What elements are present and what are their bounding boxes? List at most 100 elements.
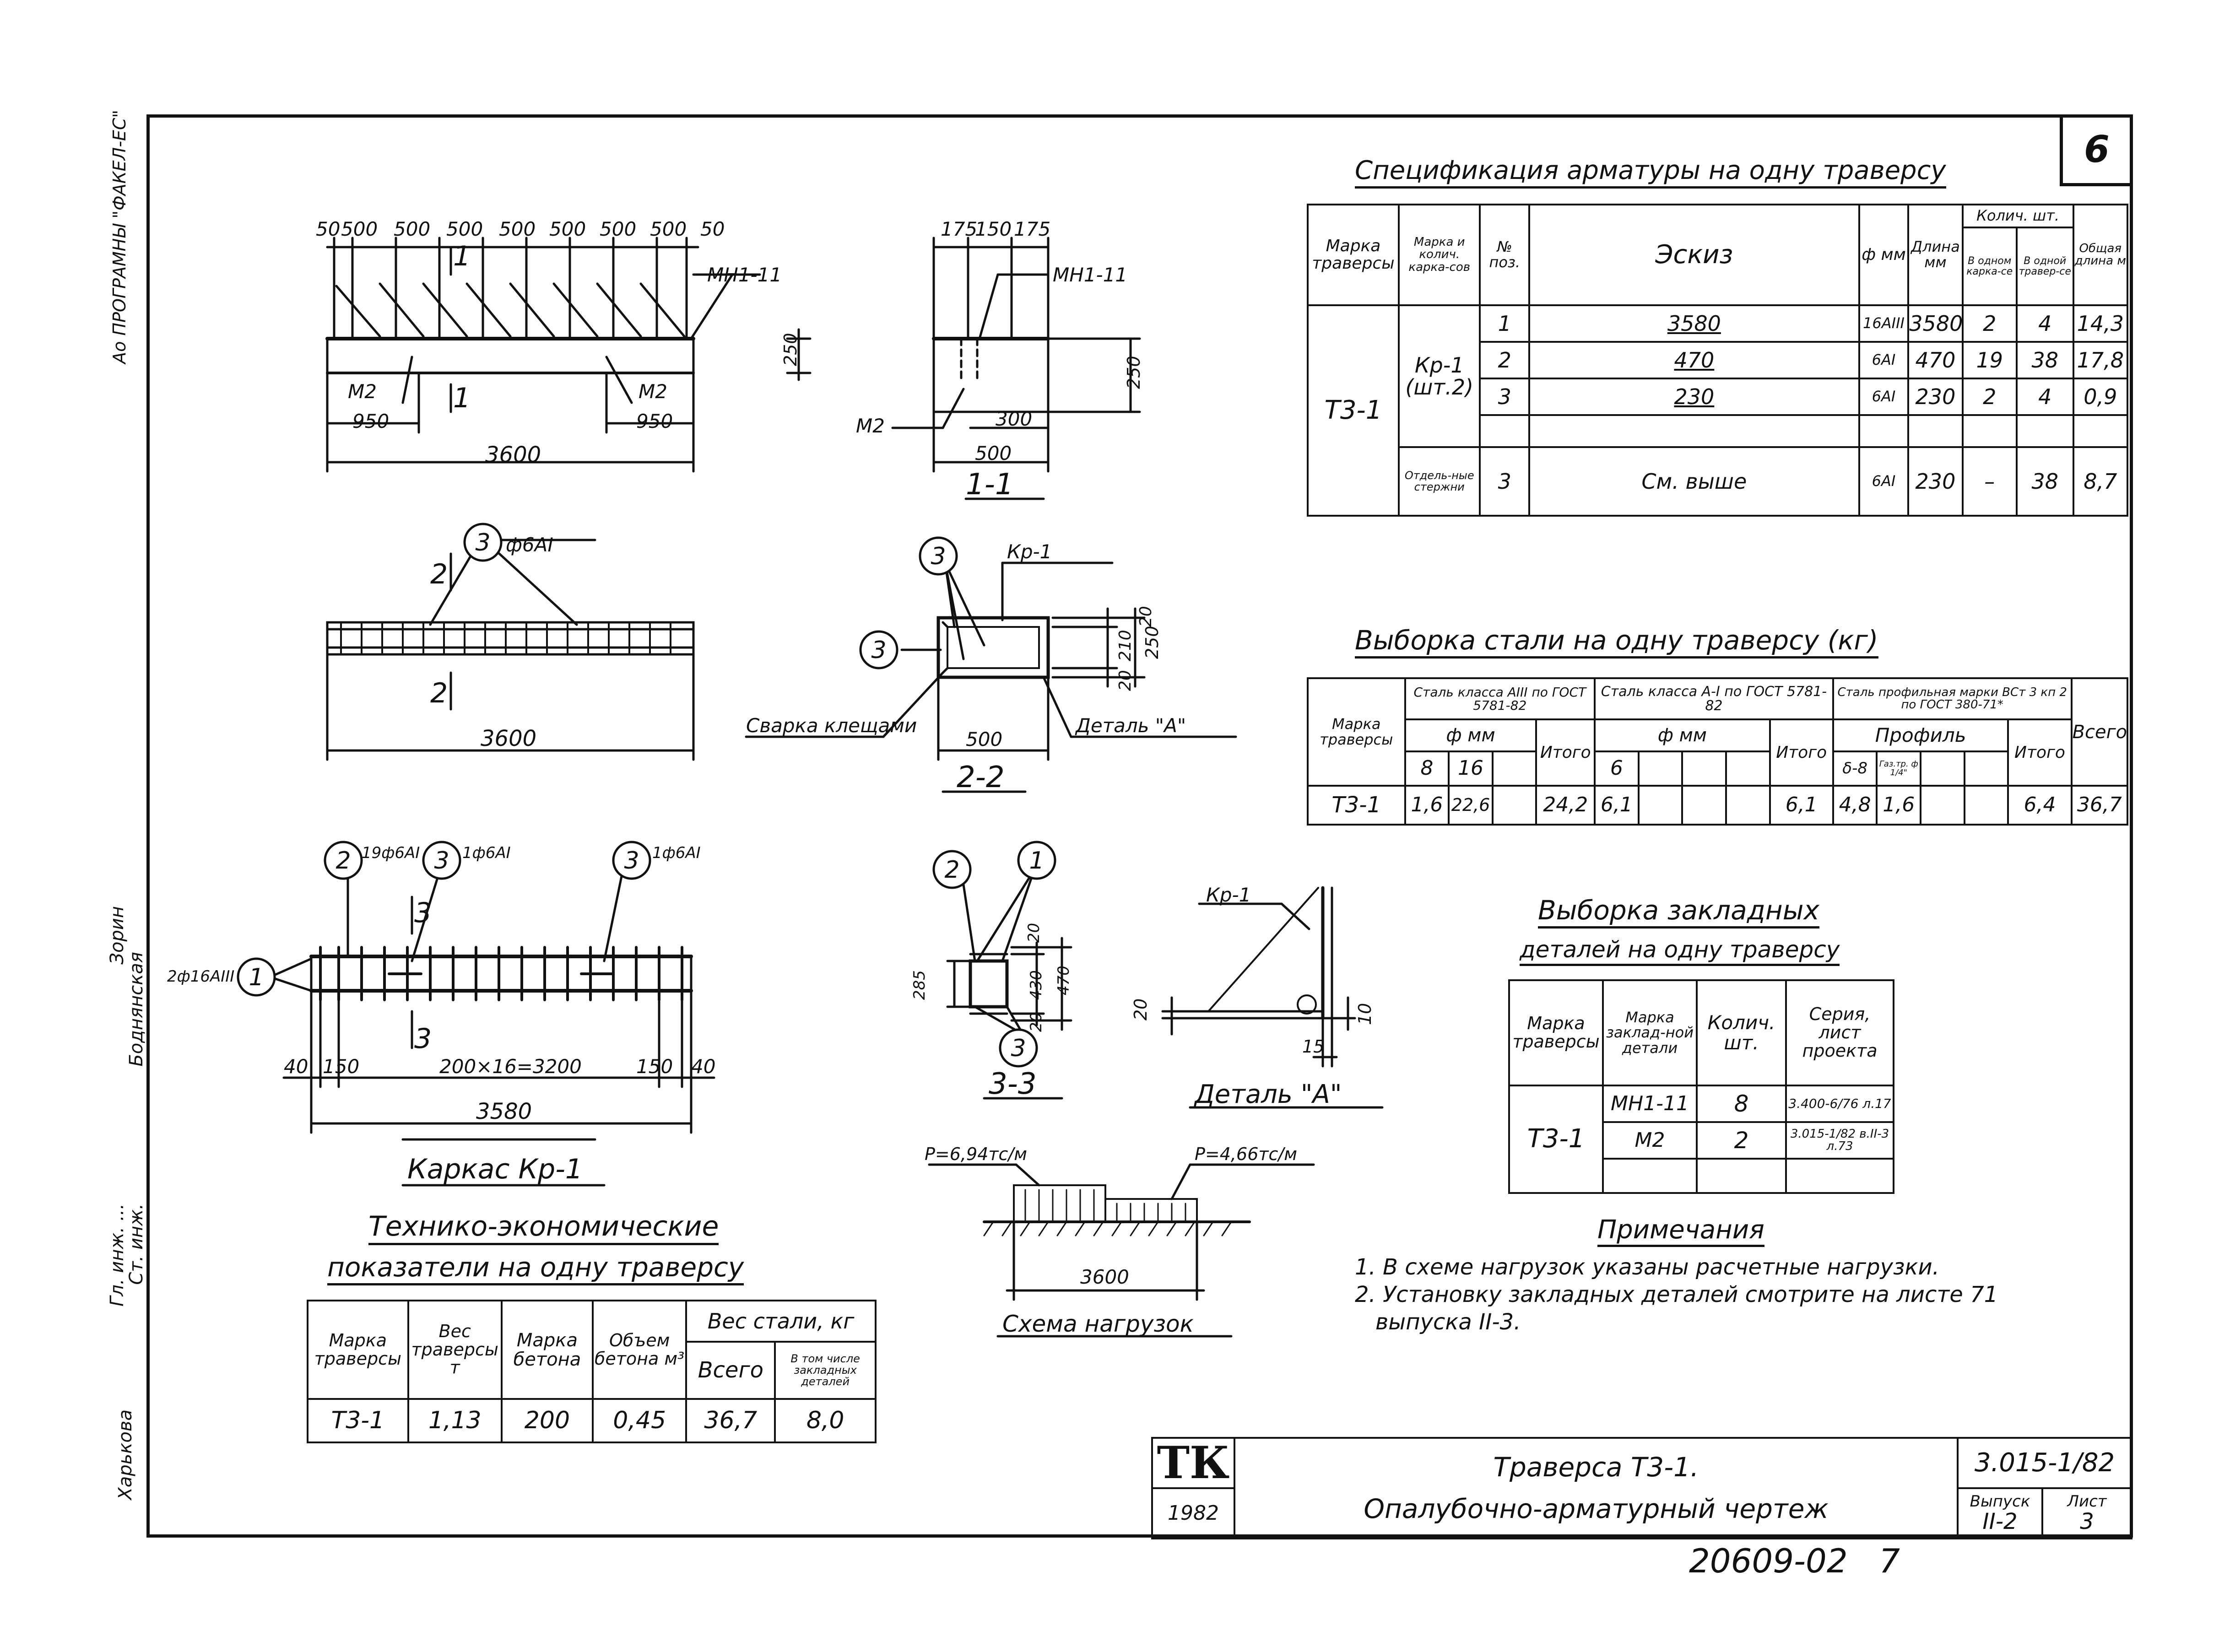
title-year: 1982 [1151,1487,1235,1539]
spec-pos: 1 [1479,304,1531,343]
circle-label: 1 [249,964,264,991]
sheet-number: 6 [2084,128,2110,171]
hdr-kolich: Колич. шт. [1961,204,2074,228]
title-list: 3 [2080,1508,2094,1534]
spec-dlina: 230 [1907,378,1964,416]
hdr-v-karkase: В одном карка-се [1961,227,2018,306]
section-mark: 2 [430,677,448,709]
emb-hdr-seria: Серия, лист проекта [1785,979,1894,1086]
spec-obshaya: 14,3 [2072,304,2129,343]
steel-d16: 22,6 [1448,785,1494,826]
bottom-number: 20609-02 7 [1689,1542,1900,1580]
hdr-dlina: Длина мм [1907,204,1964,306]
sec1-dim: 175 [941,218,977,240]
elev-dim: 500 [446,218,483,240]
title-vypusk: II-2 [1982,1508,2018,1534]
tei-hdr-obem: Объем бетона м³ [592,1300,687,1400]
circle-label: 3 [624,847,639,875]
dim-3580: 3580 [476,1099,532,1124]
note-item: 1. В схеме нагрузок указаны расчетные на… [1355,1254,1939,1280]
steel-hdr-g3: Сталь профильная марки ВСт 3 кп 2 по ГОС… [1832,677,2073,720]
elev-dim: 50 [316,218,340,240]
circle-label: 3 [1011,1035,1026,1062]
dim-500: 500 [966,728,1002,750]
m2-label: М2 [639,380,667,403]
title-logo: ТК [1151,1437,1235,1489]
spec-v-karkase: 2 [1961,378,2018,416]
spec-dlina: 230 [1907,446,1964,517]
steel-hdr-vsego: Всего [2070,677,2129,787]
spec-v-traverse: 4 [2015,304,2074,343]
spec-karkas: Кр-1 (шт.2) [1397,304,1481,448]
note-item: 2. Установку закладных деталей смотрите … [1355,1282,1998,1307]
hdr-marka: Марка траверсы [1307,204,1400,306]
cage-dim: 40 [691,1055,715,1078]
steel-hdr-itogo: Итого [1769,718,1834,787]
tei-title-2: показатели на одну траверсу [327,1254,744,1285]
emb-hdr-zakl: Марка заклад-ной детали [1602,979,1698,1086]
section-2-2 [936,616,1050,679]
elev-dim: 500 [394,218,430,240]
kr1-label: Кр-1 [1206,884,1251,906]
beam-elevation [326,337,695,374]
kr1-label: Кр-1 [1007,540,1052,563]
elev-dim: 500 [650,218,687,240]
emb-kol: 2 [1696,1121,1787,1160]
sec2-dim: 20 [1116,670,1135,691]
steel-d8: 1,6 [1404,785,1450,826]
spec-marka: Т3-1 [1307,304,1400,517]
sec1-dim: 150 [975,218,1012,240]
section-mark: 1 [453,240,471,272]
mh1-label: МН1-11 [1053,264,1127,286]
sec2-dim: 20 [1137,606,1155,627]
circle-label: 1 [1029,847,1044,875]
dim-500: 500 [975,442,1012,464]
title-block: ТК Траверса Т3-1. Опалубочно-арматурный … [1151,1437,2132,1539]
tei-hdr-marka: Марка траверсы [307,1300,409,1400]
spec-dlina: 3580 [1907,304,1964,343]
drawing-frame [146,114,2133,1538]
circle-label: 3 [475,529,490,556]
steel-hdr-itogo: Итого [2007,718,2073,787]
tei-vsego: 36,7 [685,1398,776,1443]
spec-separate-label: Отдель-ные стержни [1397,446,1481,517]
title-line-1: Траверса Т3-1. [1493,1452,1699,1483]
title-main: Траверса Т3-1. Опалубочно-арматурный чер… [1234,1437,1959,1539]
elev-dim: 500 [549,218,586,240]
steel-hdr-p1: δ-8 [1832,750,1878,787]
section-1-1 [932,337,1050,413]
steel-vsego: 36,7 [2070,785,2129,826]
tei-title-1: Технико-экономические [368,1213,719,1245]
steel-hdr-d6: 6 [1594,750,1640,787]
dim-3600: 3600 [485,442,541,468]
emb-zakl: МН1-11 [1602,1085,1698,1123]
plan-callout: ф6АI [506,534,553,556]
cage-title: Каркас Кр-1 [407,1153,583,1185]
steel-table-title: Выборка стали на одну траверсу (кг) [1355,627,1878,659]
spec-diam: 16АIII [1858,304,1910,343]
section-3-3 [969,959,1009,1009]
steel-hdr-g2: Сталь класса А-I по ГОСТ 5781-82 [1594,677,1834,720]
load-scheme [928,1163,1315,1338]
steel-itogo2: 6,1 [1769,785,1834,826]
elev-dim: 500 [499,218,536,240]
circle-label: 2 [336,847,351,875]
section-3-3-title: 3-3 [989,1067,1037,1101]
steel-p2: 1,6 [1876,785,1922,826]
cage-dim: 40 [284,1055,308,1078]
embedded-plates-elevation [335,282,686,338]
elev-dim: 500 [600,218,636,240]
load-scheme-title: Схема нагрузок [1002,1311,1194,1337]
hdr-marka-kol: Марка и колич. карка-сов [1397,204,1481,306]
tei-hdr-beton: Марка бетона [500,1300,594,1400]
emb-kol: 8 [1696,1085,1787,1123]
sec3-dim: 470 [1055,966,1073,995]
hdr-pos: № поз. [1479,204,1531,306]
emb-zakl: М2 [1602,1121,1698,1160]
section-mark: 3 [414,1023,432,1055]
elev-dim: 50 [700,218,725,240]
elevation-dim-line-top [326,237,699,340]
emb-seria: 3.015-1/82 в.II-3 л.73 [1785,1121,1894,1160]
spec-diam: 6АI [1858,446,1910,517]
emb-table-title-2: деталей на одну траверсу [1520,938,1840,966]
